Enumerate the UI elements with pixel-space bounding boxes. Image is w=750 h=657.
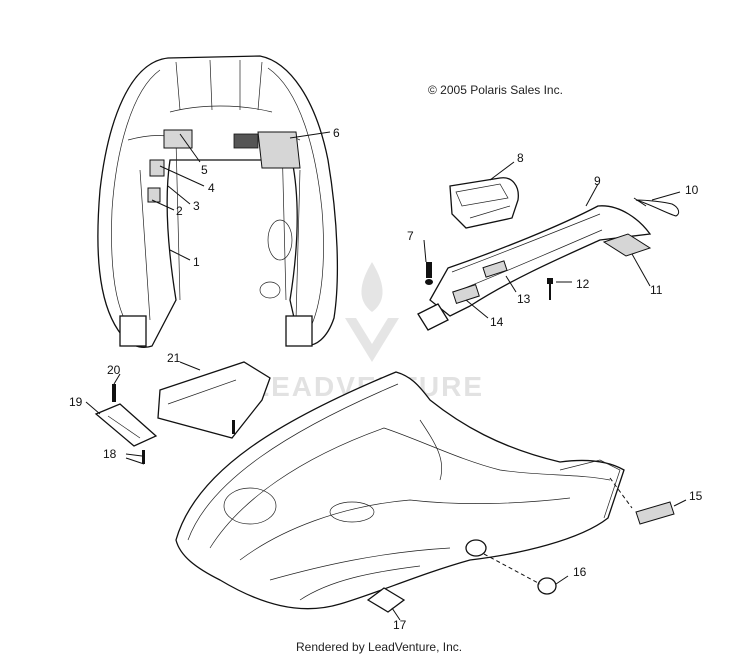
part-8: [449, 177, 519, 229]
callout-2: 2: [176, 204, 183, 218]
callout-7: 7: [407, 229, 414, 243]
part-21-panel: [157, 361, 271, 439]
callout-12: 12: [576, 277, 590, 291]
part-7-bolt: [425, 262, 433, 285]
part-16: [537, 577, 557, 595]
callout-5: 5: [201, 163, 208, 177]
part-18-rivet-b: [232, 420, 235, 434]
part-15: [635, 501, 675, 525]
part-17: [366, 587, 406, 613]
callout-1: 1: [193, 255, 200, 269]
callout-4: 4: [208, 181, 215, 195]
upper-hood-part: [97, 55, 339, 348]
callout-20: 20: [107, 363, 121, 377]
footer-text: Rendered by LeadVenture, Inc.: [296, 640, 462, 654]
part-9: [429, 205, 652, 317]
part-12-screw: [547, 278, 553, 300]
part-14-plate: [417, 303, 449, 331]
part-11: [602, 233, 652, 257]
callout-15: 15: [689, 489, 703, 503]
lower-hood-part: [175, 371, 625, 610]
callout-17: 17: [393, 618, 407, 632]
part-18-rivet: [142, 450, 145, 464]
callout-13: 13: [517, 292, 531, 306]
callout-21: 21: [167, 351, 181, 365]
part-19-panel: [94, 403, 158, 447]
callout-6: 6: [333, 126, 340, 140]
callout-18: 18: [103, 447, 117, 461]
callout-3: 3: [193, 199, 200, 213]
callout-14: 14: [490, 315, 504, 329]
leader-lines: [85, 131, 687, 621]
callout-labels: 1 2 3 4 5 6 7 8 9 10 11 12 13 14 15 16 1…: [69, 126, 703, 632]
callout-10: 10: [685, 183, 699, 197]
part-10: [633, 197, 680, 217]
copyright-text: © 2005 Polaris Sales Inc.: [428, 83, 563, 97]
part-20-screw: [112, 384, 116, 402]
callout-11: 11: [650, 283, 663, 297]
callout-16: 16: [573, 565, 587, 579]
callout-8: 8: [517, 151, 524, 165]
callout-9: 9: [594, 174, 601, 188]
callout-19: 19: [69, 395, 83, 409]
